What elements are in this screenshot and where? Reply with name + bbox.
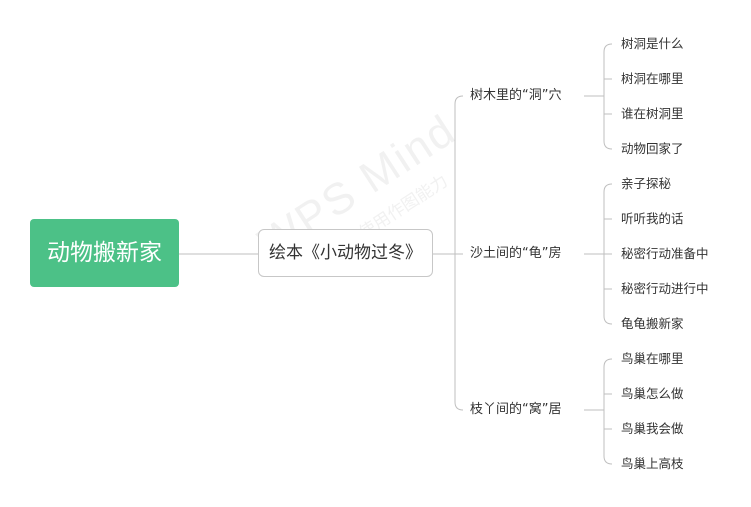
leaf-node[interactable]: 鸟巢怎么做 — [621, 386, 684, 401]
leaf-node[interactable]: 动物回家了 — [621, 141, 684, 156]
leaf-node[interactable]: 龟龟搬新家 — [621, 316, 684, 331]
leaf-node[interactable]: 听听我的话 — [621, 211, 684, 226]
branch-node-tree-hole[interactable]: 树木里的“洞”穴 — [470, 88, 562, 103]
branch-node-bird-nest[interactable]: 枝丫间的“窝”居 — [470, 402, 562, 417]
connector-branch3-trunk — [603, 358, 613, 465]
leaf-node[interactable]: 树洞是什么 — [621, 36, 684, 51]
root-node[interactable]: 动物搬新家 — [30, 219, 179, 287]
connector-branch1-trunk — [603, 43, 613, 150]
leaf-node[interactable]: 亲子探秘 — [621, 176, 672, 191]
leaf-node[interactable]: 鸟巢我会做 — [621, 421, 684, 436]
leaf-node[interactable]: 鸟巢在哪里 — [621, 351, 684, 366]
leaf-node[interactable]: 谁在树洞里 — [621, 106, 684, 121]
connector-branch-trunk — [454, 95, 464, 411]
leaf-node[interactable]: 秘密行动进行中 — [621, 281, 709, 296]
leaf-node[interactable]: 秘密行动准备中 — [621, 246, 709, 261]
main-topic-node[interactable]: 绘本《小动物过冬》 — [258, 229, 433, 277]
leaf-node[interactable]: 树洞在哪里 — [621, 71, 684, 86]
leaf-node[interactable]: 鸟巢上高枝 — [621, 456, 684, 471]
branch-node-turtle-house[interactable]: 沙土间的“龟”房 — [470, 246, 562, 261]
